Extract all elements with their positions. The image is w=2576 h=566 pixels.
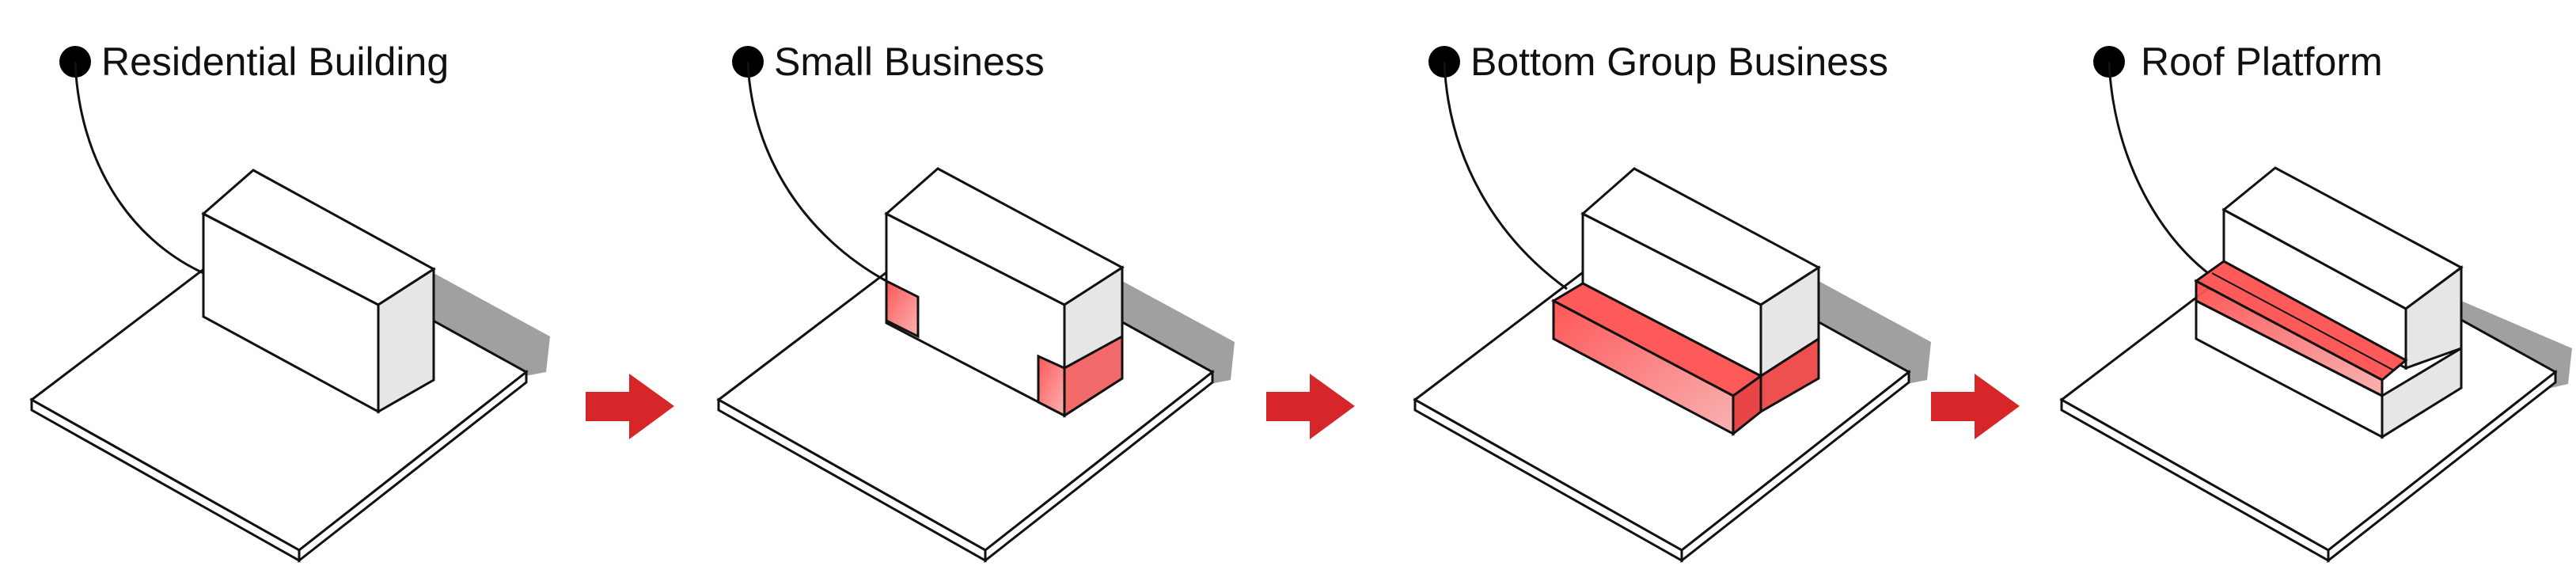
right-arrow-icon — [1931, 374, 2020, 439]
right-arrow-icon — [586, 374, 674, 439]
small-business-highlight — [885, 279, 1124, 418]
building-block — [201, 169, 436, 414]
leader-line — [74, 61, 204, 275]
panel-label: Residential Building — [101, 40, 449, 84]
right-arrow-icon — [1266, 374, 1355, 439]
panel-label: Roof Platform — [2141, 40, 2383, 84]
leader-line — [2107, 61, 2209, 275]
leader-line — [746, 61, 887, 283]
panel-roof-platform: Roof Platform — [2059, 40, 2572, 564]
building-block — [2221, 166, 2464, 370]
roof-platform-highlight — [2194, 260, 2408, 398]
panel-small-business: Small Business — [716, 40, 1235, 564]
panel-residential-building: Residential Building — [29, 40, 550, 564]
panel-bottom-group-business: Bottom Group Business — [1413, 40, 1931, 564]
panel-label: Small Business — [774, 40, 1045, 84]
leader-line — [1443, 61, 1568, 291]
panel-label: Bottom Group Business — [1470, 40, 1888, 84]
building-block — [1580, 167, 1821, 378]
bottom-business-highlight — [1550, 282, 1820, 437]
